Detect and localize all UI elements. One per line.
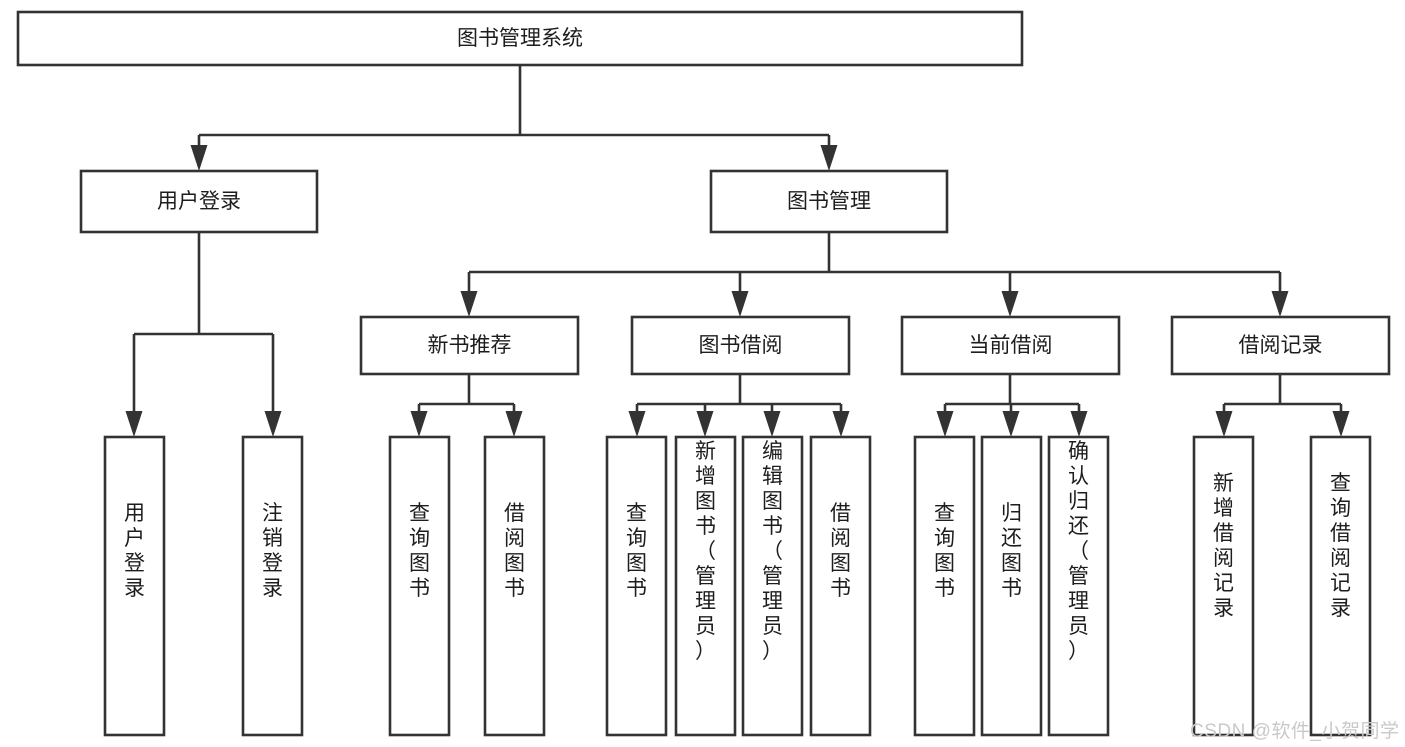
node-label: 新增图书（管理员） (695, 440, 716, 663)
node-label: 图书管理系统 (457, 27, 583, 50)
node-leaf-borrow-book-recommend[interactable]: 借阅图书 (483, 435, 546, 737)
node-leaf-query-book-current[interactable]: 查询图书 (913, 435, 976, 737)
node-leaf-confirm-return-admin[interactable]: 确认归还（管理员） (1047, 435, 1110, 737)
node-box[interactable] (900, 315, 1121, 376)
node-leaf-query-book-recommend[interactable]: 查询图书 (388, 435, 451, 737)
node-box[interactable] (359, 315, 580, 376)
arrowhead-icon (832, 411, 850, 437)
arrowhead-icon (731, 291, 749, 317)
node-label: 图书管理 (787, 190, 871, 213)
connector-current-borrow-to-leaves (936, 374, 1088, 437)
node-label: 借阅记录 (1239, 334, 1323, 357)
node-box[interactable] (809, 435, 872, 737)
arrowhead-icon (190, 145, 208, 171)
node-label: 查询图书 (409, 502, 430, 600)
arrowhead-icon (696, 411, 714, 437)
arrowhead-icon (1002, 411, 1020, 437)
arrowhead-icon (763, 411, 781, 437)
node-label: 编辑图书（管理员） (762, 440, 783, 663)
node-label: 新书推荐 (428, 334, 512, 357)
node-box[interactable] (605, 435, 668, 737)
node-label: 用户登录 (124, 502, 145, 600)
node-label: 新增借阅记录 (1213, 472, 1234, 620)
node-box[interactable] (913, 435, 976, 737)
node-box[interactable] (1170, 315, 1391, 376)
arrowhead-icon (125, 411, 143, 437)
node-box[interactable] (103, 435, 166, 737)
node-label: 查询图书 (626, 502, 647, 600)
node-leaf-query-book[interactable]: 查询图书 (605, 435, 668, 737)
node-box[interactable] (388, 435, 451, 737)
arrowhead-icon (820, 145, 838, 171)
arrowhead-icon (410, 411, 428, 437)
connector-root-to-level2 (190, 65, 838, 171)
node-box[interactable] (1192, 435, 1255, 737)
arrowhead-icon (1215, 411, 1233, 437)
node-label: 当前借阅 (969, 334, 1053, 357)
arrowhead-icon (505, 411, 523, 437)
connector-new-book-recommend-to-leaves (410, 374, 523, 437)
node-label: 查询图书 (934, 502, 955, 600)
node-layer: 图书管理系统用户登录图书管理新书推荐图书借阅当前借阅借阅记录用户登录注销登录查询… (16, 10, 1391, 737)
arrowhead-icon (264, 411, 282, 437)
node-leaf-logout[interactable]: 注销登录 (241, 435, 304, 737)
node-box[interactable] (630, 315, 851, 376)
node-label: 借阅图书 (830, 502, 851, 600)
arrowhead-icon (628, 411, 646, 437)
node-box[interactable] (241, 435, 304, 737)
arrowhead-icon (936, 411, 954, 437)
arrowhead-icon (1271, 291, 1289, 317)
node-box[interactable] (980, 435, 1043, 737)
node-leaf-borrow-book[interactable]: 借阅图书 (809, 435, 872, 737)
node-leaf-edit-book-admin[interactable]: 编辑图书（管理员） (741, 435, 804, 737)
node-leaf-add-borrow-record[interactable]: 新增借阅记录 (1192, 435, 1255, 737)
node-label: 查询借阅记录 (1330, 472, 1351, 620)
arrowhead-icon (1001, 291, 1019, 317)
arrowhead-icon (1070, 411, 1088, 437)
arrowhead-icon (460, 291, 478, 317)
arrowhead-icon (1332, 411, 1350, 437)
node-borrow-record[interactable]: 借阅记录 (1170, 315, 1391, 376)
node-leaf-query-borrow-record[interactable]: 查询借阅记录 (1309, 435, 1372, 737)
node-box[interactable] (709, 169, 949, 234)
node-book-borrow[interactable]: 图书借阅 (630, 315, 851, 376)
node-leaf-add-book-admin[interactable]: 新增图书（管理员） (674, 435, 737, 737)
node-user-login[interactable]: 用户登录 (79, 169, 319, 234)
node-label: 归还图书 (1001, 502, 1022, 600)
node-book-management[interactable]: 图书管理 (709, 169, 949, 234)
connector-layer (125, 65, 1350, 437)
node-new-book-recommend[interactable]: 新书推荐 (359, 315, 580, 376)
node-box[interactable] (16, 10, 1024, 67)
connector-book-management-to-level3 (460, 232, 1289, 317)
node-box[interactable] (483, 435, 546, 737)
node-label: 注销登录 (262, 502, 283, 600)
node-leaf-return-book[interactable]: 归还图书 (980, 435, 1043, 737)
node-leaf-user-login[interactable]: 用户登录 (103, 435, 166, 737)
connector-borrow-record-to-leaves (1215, 374, 1350, 437)
node-label: 确认归还（管理员） (1068, 440, 1089, 663)
node-root[interactable]: 图书管理系统 (16, 10, 1024, 67)
node-box[interactable] (741, 435, 804, 737)
node-box[interactable] (1309, 435, 1372, 737)
csdn-watermark: CSDN @软件_小贺同学 (1190, 721, 1400, 742)
connector-book-borrow-to-leaves (628, 374, 850, 437)
connector-user-login-to-leaves (125, 232, 282, 437)
node-label: 借阅图书 (504, 502, 525, 600)
node-box[interactable] (1047, 435, 1110, 737)
node-box[interactable] (79, 169, 319, 234)
node-box[interactable] (674, 435, 737, 737)
node-label: 图书借阅 (699, 334, 783, 357)
node-current-borrow[interactable]: 当前借阅 (900, 315, 1121, 376)
node-label: 用户登录 (157, 190, 241, 213)
